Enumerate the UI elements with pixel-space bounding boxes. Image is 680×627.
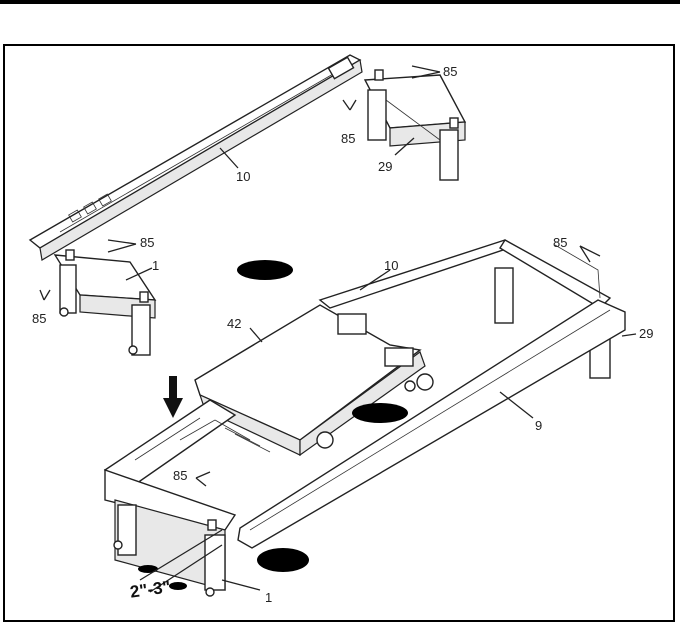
callout-85-bottom: 85 [173,468,187,483]
callout-1-bottom: 1 [265,590,272,605]
end-frame-left [53,249,157,356]
leader-lines [39,65,637,593]
header-rule [0,0,680,4]
callout-9: 9 [535,418,542,433]
down-arrow-icon [163,376,183,418]
callout-10-right: 10 [384,258,398,273]
callout-85-mid: 85 [140,235,154,250]
end-frame-top [363,69,467,181]
callout-85-top: 85 [443,64,457,79]
callout-29-top: 29 [378,159,392,174]
callout-1-mid: 1 [152,258,159,273]
callout-29-right: 29 [639,326,653,341]
rail-top [28,54,363,261]
callout-10-top: 10 [236,169,250,184]
callout-85-top-left: 85 [341,131,355,146]
diagram-frame [3,44,675,622]
main-frame [237,239,626,549]
callout-85-mid-low: 85 [32,311,46,326]
carriage [194,304,434,457]
callout-42: 42 [227,316,241,331]
measurement-label: 2"-3" [129,577,172,601]
redaction-marks [138,260,408,590]
callout-85-right: 85 [553,235,567,250]
